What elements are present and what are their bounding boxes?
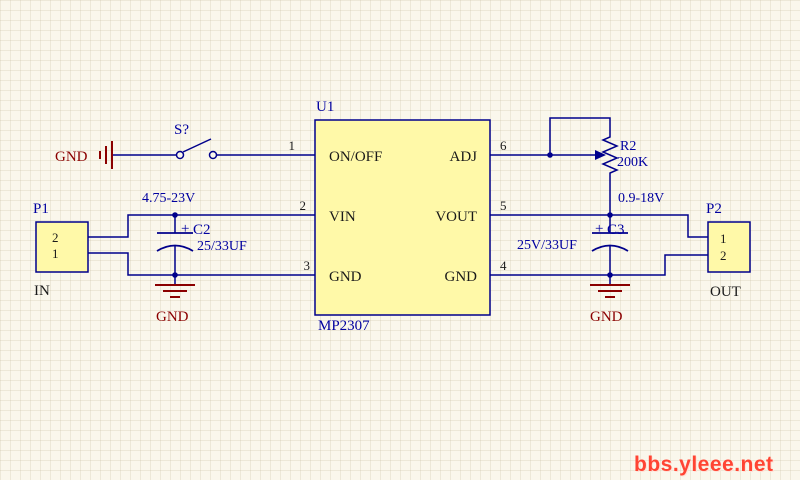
junction-dot <box>607 272 613 278</box>
pin-number-4: 4 <box>500 258 507 273</box>
cap-polarity-plus: + <box>181 221 189 237</box>
connector-p1: P1 2 1 IN <box>33 201 89 299</box>
connector-body <box>707 221 751 273</box>
junction-dot <box>172 212 178 218</box>
cap-value: 25V/33UF <box>517 238 577 253</box>
connector-designator: P1 <box>33 201 49 217</box>
resistor-value: 200K <box>617 155 648 170</box>
gnd-symbol-switch: GND <box>55 141 113 169</box>
connector-p2: P2 1 2 OUT <box>706 201 751 300</box>
switch-s: S? <box>174 122 218 160</box>
wire-adj-feedback-loop <box>549 117 611 155</box>
ic-designator: U1 <box>316 99 334 115</box>
pin-name-adj: ADJ <box>449 149 477 165</box>
pin-name-onoff: ON/OFF <box>329 149 382 165</box>
wire-gnd-to-p2 <box>490 254 708 276</box>
pin-number-6: 6 <box>500 138 507 153</box>
connector-pin-number: 2 <box>52 230 59 245</box>
gnd-symbol-c3: GND <box>590 284 630 325</box>
connector-pin-number: 2 <box>720 248 727 263</box>
net-wires <box>88 117 708 285</box>
cap-plate-negative <box>591 244 629 252</box>
connector-pin-number: 1 <box>52 246 59 261</box>
switch-lever <box>182 138 212 153</box>
wire-p1-to-gnd <box>88 252 315 276</box>
cap-designator: C2 <box>193 222 211 238</box>
switch-terminal-right <box>208 150 218 160</box>
wire-vout-to-p2 <box>490 214 708 238</box>
connector-body <box>35 221 89 273</box>
pin-name-gnd-left: GND <box>329 269 362 285</box>
ic-part-number: MP2307 <box>318 318 370 334</box>
output-voltage-label: 0.9-18V <box>618 191 664 206</box>
cap-plate-negative <box>156 244 194 252</box>
capacitor-c3: + C3 25V/33UF <box>517 221 629 253</box>
cap-polarity-plus: + <box>595 221 603 237</box>
connector-pin-number: 1 <box>720 231 727 246</box>
capacitor-c2: + C2 25/33UF <box>156 221 247 254</box>
switch-terminal-left <box>175 150 185 160</box>
pin-number-2: 2 <box>300 198 307 213</box>
gnd-label: GND <box>590 309 623 325</box>
connector-designator: P2 <box>706 201 722 217</box>
ic-u1: U1 MP2307 ON/OFF VIN GND ADJ VOUT GND 1 … <box>289 99 508 334</box>
watermark-text: bbs.yleee.net <box>634 453 774 476</box>
pin-number-1: 1 <box>289 138 296 153</box>
pin-name-vout: VOUT <box>435 209 477 225</box>
ic-body <box>314 119 491 316</box>
pin-number-3: 3 <box>304 258 311 273</box>
wire-p1-to-vin <box>88 214 315 238</box>
gnd-label: GND <box>156 309 189 325</box>
cap-designator: C3 <box>607 222 625 238</box>
pin-number-5: 5 <box>500 198 507 213</box>
pin-name-gnd-right: GND <box>445 269 478 285</box>
junction-dot <box>547 152 553 158</box>
pin-name-vin: VIN <box>329 209 356 225</box>
cap-value: 25/33UF <box>197 239 247 254</box>
connector-label: IN <box>34 283 50 299</box>
connector-label: OUT <box>710 284 741 300</box>
resistor-zigzag <box>601 132 619 182</box>
input-voltage-label: 4.75-23V <box>142 191 195 206</box>
switch-designator: S? <box>174 122 189 138</box>
gnd-label: GND <box>55 149 88 165</box>
resistor-designator: R2 <box>620 139 636 154</box>
gnd-symbol-c2: GND <box>155 284 195 325</box>
adj-wiper-arrowhead <box>595 150 606 160</box>
junction-dot <box>172 272 178 278</box>
junction-dot <box>607 212 613 218</box>
resistor-r2: R2 200K <box>601 132 648 182</box>
